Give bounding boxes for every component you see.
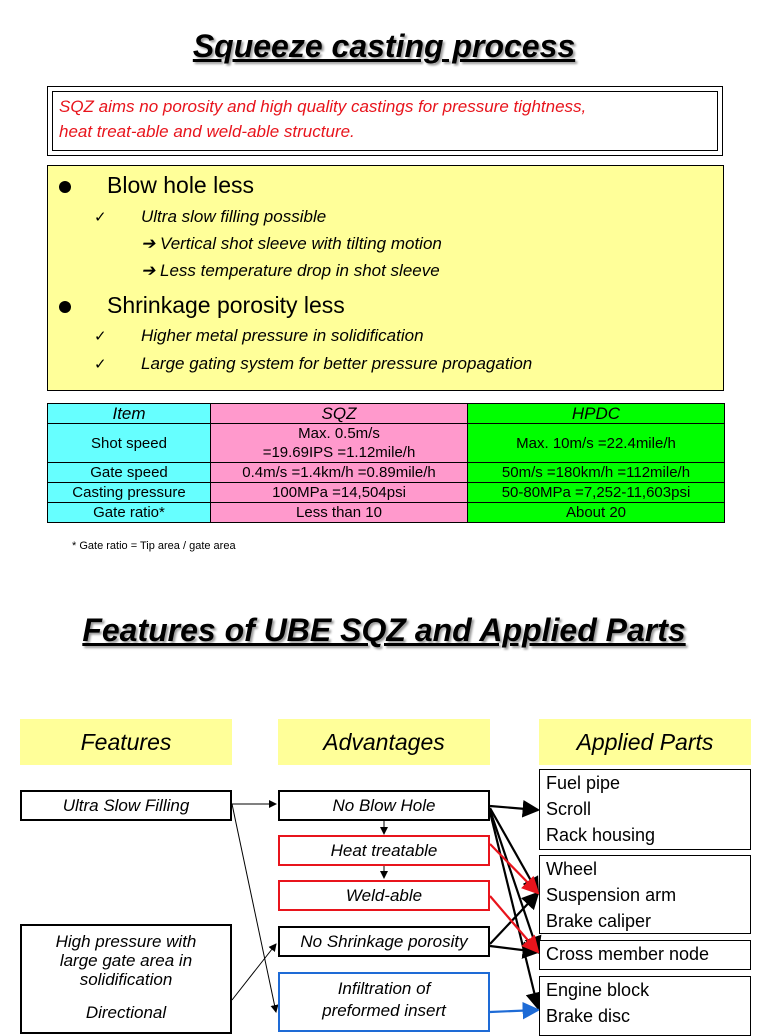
part-item: Wheel [546, 859, 598, 879]
bullet-sub: ➔ Vertical shot sleeve with tilting moti… [141, 234, 442, 253]
column-header-advantages: Advantages [278, 719, 490, 765]
table-row: Gate speed 0.4m/s =1.4km/h =0.89mile/h 5… [47, 462, 725, 483]
parts-group-1: Fuel pipe Scroll Rack housing [539, 769, 751, 850]
intro-line-1: SQZ aims no porosity and high quality ca… [59, 97, 587, 116]
thin-arrows [231, 800, 388, 1013]
table-row: Casting pressure 100MPa =14,504psi 50-80… [47, 482, 725, 503]
column-header-features: Features [20, 719, 232, 765]
table-row: Shot speed Max. 0.5m/s=19.69IPS =1.12mil… [47, 423, 725, 463]
table-cell: 100MPa =14,504psi [210, 482, 468, 503]
header-item: Item [47, 403, 211, 424]
part-item: Rack housing [546, 825, 656, 845]
table-cell: Gate speed [47, 462, 211, 483]
blue-arrows [489, 1001, 541, 1020]
bullet-dot-icon [59, 181, 71, 193]
table-cell: Shot speed [47, 423, 211, 463]
part-item: Engine block [546, 980, 650, 1000]
table-cell: 50m/s =180km/h =112mile/h [467, 462, 725, 483]
table-cell: 0.4m/s =1.4km/h =0.89mile/h [210, 462, 468, 483]
part-item: Brake caliper [546, 911, 652, 931]
advantage-no-shrinkage: No Shrinkage porosity [278, 926, 490, 957]
parts-group-4: Engine block Brake disc [539, 976, 751, 1036]
bullet-title: Blow hole less [107, 172, 255, 198]
bullet-sub: Large gating system for better pressure … [141, 354, 533, 373]
feature-high-pressure: High pressure with large gate area in so… [20, 924, 232, 1034]
table-cell: 50-80MPa =7,252-11,603psi [467, 482, 725, 503]
column-header-applied-parts: Applied Parts [539, 719, 751, 765]
table-header-row: Item SQZ HPDC [47, 403, 725, 424]
part-item: Cross member node [546, 944, 710, 964]
table-cell: Max. 0.5m/s=19.69IPS =1.12mile/h [210, 423, 468, 463]
bullet-sub: ➔ Less temperature drop in shot sleeve [141, 261, 440, 280]
header-hpdc: HPDC [467, 403, 725, 424]
advantage-no-blow-hole: No Blow Hole [278, 790, 490, 821]
check-icon: ✓ [94, 209, 107, 226]
check-icon: ✓ [94, 328, 107, 345]
intro-text: SQZ aims no porosity and high quality ca… [52, 91, 718, 151]
red-arrows [489, 843, 540, 954]
bullet-sub: Higher metal pressure in solidification [141, 326, 424, 345]
comparison-table: Item SQZ HPDC Shot speed Max. 0.5m/s=19.… [47, 403, 725, 523]
parts-group-3: Cross member node [539, 940, 751, 970]
table-cell: Max. 10m/s =22.4mile/h [467, 423, 725, 463]
table-cell: About 20 [467, 502, 725, 523]
page-title: Squeeze casting process [192, 28, 576, 64]
header-sqz: SQZ [210, 403, 468, 424]
feature-ultra-slow-filling: Ultra Slow Filling [20, 790, 232, 821]
arrow-icon: ➔ [141, 234, 156, 253]
advantage-heat-treatable: Heat treatable [278, 835, 490, 866]
bullet-sub: Ultra slow filling possible [141, 207, 327, 226]
advantage-infiltration: Infiltration of preformed insert [278, 972, 490, 1032]
table-cell: Gate ratio* [47, 502, 211, 523]
part-item: Suspension arm [546, 885, 677, 905]
part-item: Scroll [546, 799, 592, 819]
part-item: Fuel pipe [546, 773, 621, 793]
intro-line-2: heat treat-able and weld-able structure. [59, 122, 355, 141]
bullet-dot-icon [59, 301, 71, 313]
advantage-weld-able: Weld-able [278, 880, 490, 911]
check-icon: ✓ [94, 356, 107, 373]
bullet-panel: Blow hole less ✓ Ultra slow filling poss… [47, 165, 724, 391]
table-cell: Less than 10 [210, 502, 468, 523]
table-footnote: * Gate ratio = Tip area / gate area [72, 540, 236, 552]
arrow-icon: ➔ [141, 261, 156, 280]
black-arrows [488, 799, 543, 1011]
parts-group-2: Wheel Suspension arm Brake caliper [539, 855, 751, 934]
section-title: Features of UBE SQZ and Applied Parts [82, 612, 686, 648]
bullet-title: Shrinkage porosity less [107, 292, 345, 318]
intro-box: SQZ aims no porosity and high quality ca… [47, 86, 723, 156]
part-item: Brake disc [546, 1006, 631, 1026]
table-row: Gate ratio* Less than 10 About 20 [47, 502, 725, 523]
